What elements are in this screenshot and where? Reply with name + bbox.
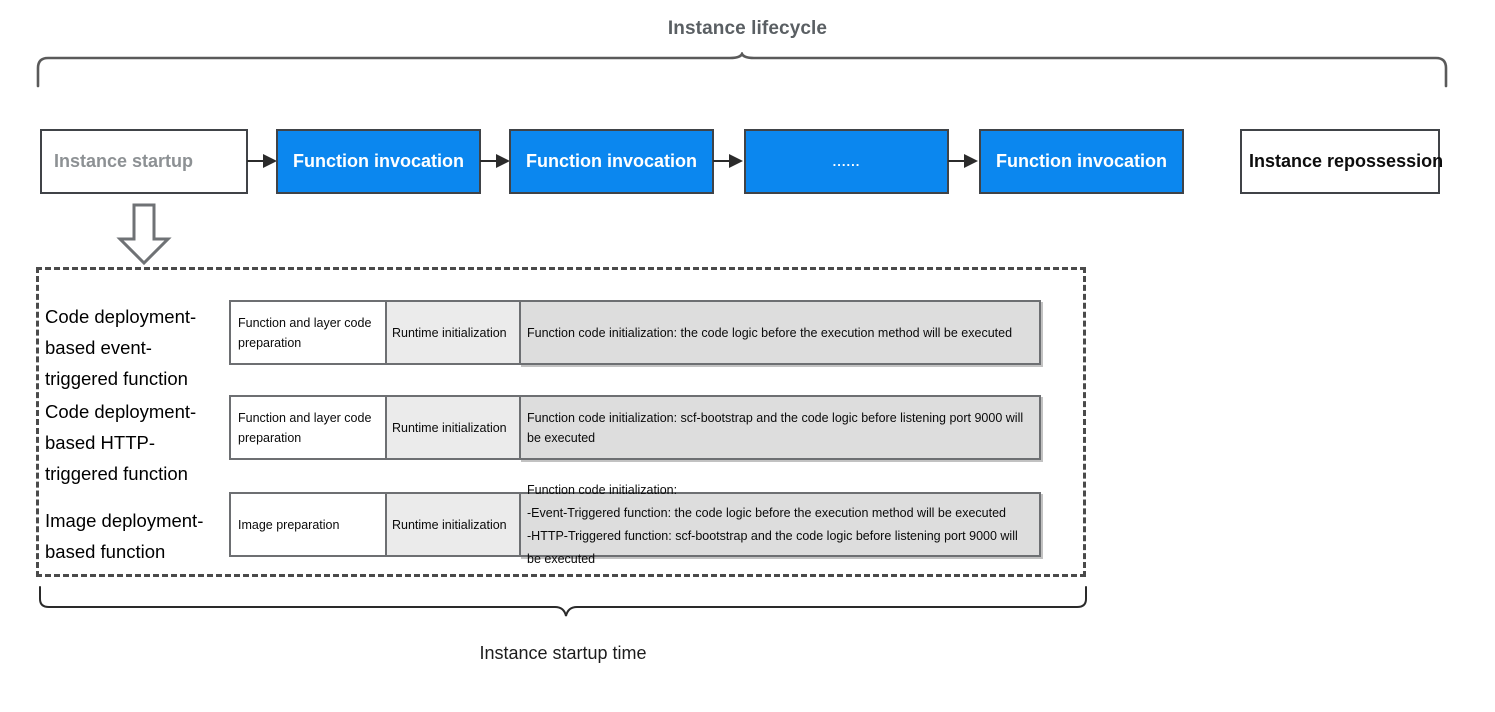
stage-row: Function and layer code preparation Runt… (229, 395, 1041, 460)
cell-text: Function code initialization: -Event-Tri… (521, 479, 1039, 571)
node-instance-repossession[interactable]: Instance repossession (1240, 129, 1444, 194)
down-block-arrow-icon (116, 203, 172, 265)
flow-arrow-icon (480, 154, 510, 168)
stage-row: Function and layer code preparation Runt… (229, 300, 1041, 365)
node-label: Instance repossession (1249, 151, 1444, 171)
cell-runtime-initialization: Runtime initialization (385, 395, 521, 460)
cell-text: Function and layer code preparation (238, 315, 372, 350)
cell-image-preparation: Image preparation (229, 492, 387, 557)
cell-text: Runtime initialization (392, 420, 507, 435)
flow-arrow-icon (247, 154, 277, 168)
category-label-http-triggered: Code deployment-based HTTP-triggered fun… (45, 401, 197, 484)
startup-time-caption: Instance startup time (479, 643, 647, 663)
node-function-invocation-3[interactable]: Function invocation (979, 129, 1184, 194)
node-function-invocation-1[interactable]: Function invocation (276, 129, 481, 194)
flow-arrow-icon (713, 154, 743, 168)
cell-code-preparation: Function and layer code preparation (229, 395, 387, 460)
cell-text-line: -Event-Triggered function: the code logi… (527, 505, 1006, 520)
node-label: Function invocation (996, 151, 1167, 171)
cell-runtime-initialization: Runtime initialization (385, 492, 521, 557)
node-label: ...... (832, 154, 861, 169)
cell-text: Runtime initialization (392, 325, 507, 340)
cell-text-line: Function code initialization: scf-bootst… (527, 410, 1024, 445)
startup-time-brace (39, 586, 1087, 617)
cell-text: Image preparation (238, 517, 340, 532)
cell-code-initialization: Function code initialization: scf-bootst… (519, 395, 1041, 460)
node-label: Function invocation (293, 151, 464, 171)
cell-code-initialization: Function code initialization: -Event-Tri… (519, 483, 1041, 566)
node-label: Function invocation (526, 151, 697, 171)
category-label-image-based: Image deployment-based function (45, 510, 204, 562)
cell-text: Function code initialization: the code l… (521, 323, 1039, 343)
cell-code-initialization: Function code initialization: the code l… (519, 300, 1041, 365)
diagram-title: Instance lifecycle (667, 18, 828, 39)
cell-code-preparation: Function and layer code preparation (229, 300, 387, 365)
cell-runtime-initialization: Runtime initialization (385, 300, 521, 365)
category-label-event-triggered: Code deployment-based event-triggered fu… (45, 306, 197, 389)
cell-text-line: Function code initialization: the code l… (527, 325, 1013, 340)
node-ellipsis: ...... (744, 129, 949, 194)
cell-text: Runtime initialization (392, 517, 507, 532)
cell-text: Function code initialization: scf-bootst… (521, 408, 1039, 448)
node-function-invocation-2[interactable]: Function invocation (509, 129, 714, 194)
flow-arrow-icon (948, 154, 978, 168)
node-label: Instance startup (54, 151, 194, 171)
stage-row: Image preparation Runtime initialization… (229, 483, 1041, 566)
cell-text-line: -HTTP-Triggered function: scf-bootstrap … (527, 528, 1018, 566)
cell-text-line: Function code initialization: (527, 482, 678, 497)
node-instance-startup[interactable]: Instance startup (40, 129, 248, 194)
lifecycle-brace (36, 52, 1448, 88)
cell-text: Function and layer code preparation (238, 410, 372, 445)
